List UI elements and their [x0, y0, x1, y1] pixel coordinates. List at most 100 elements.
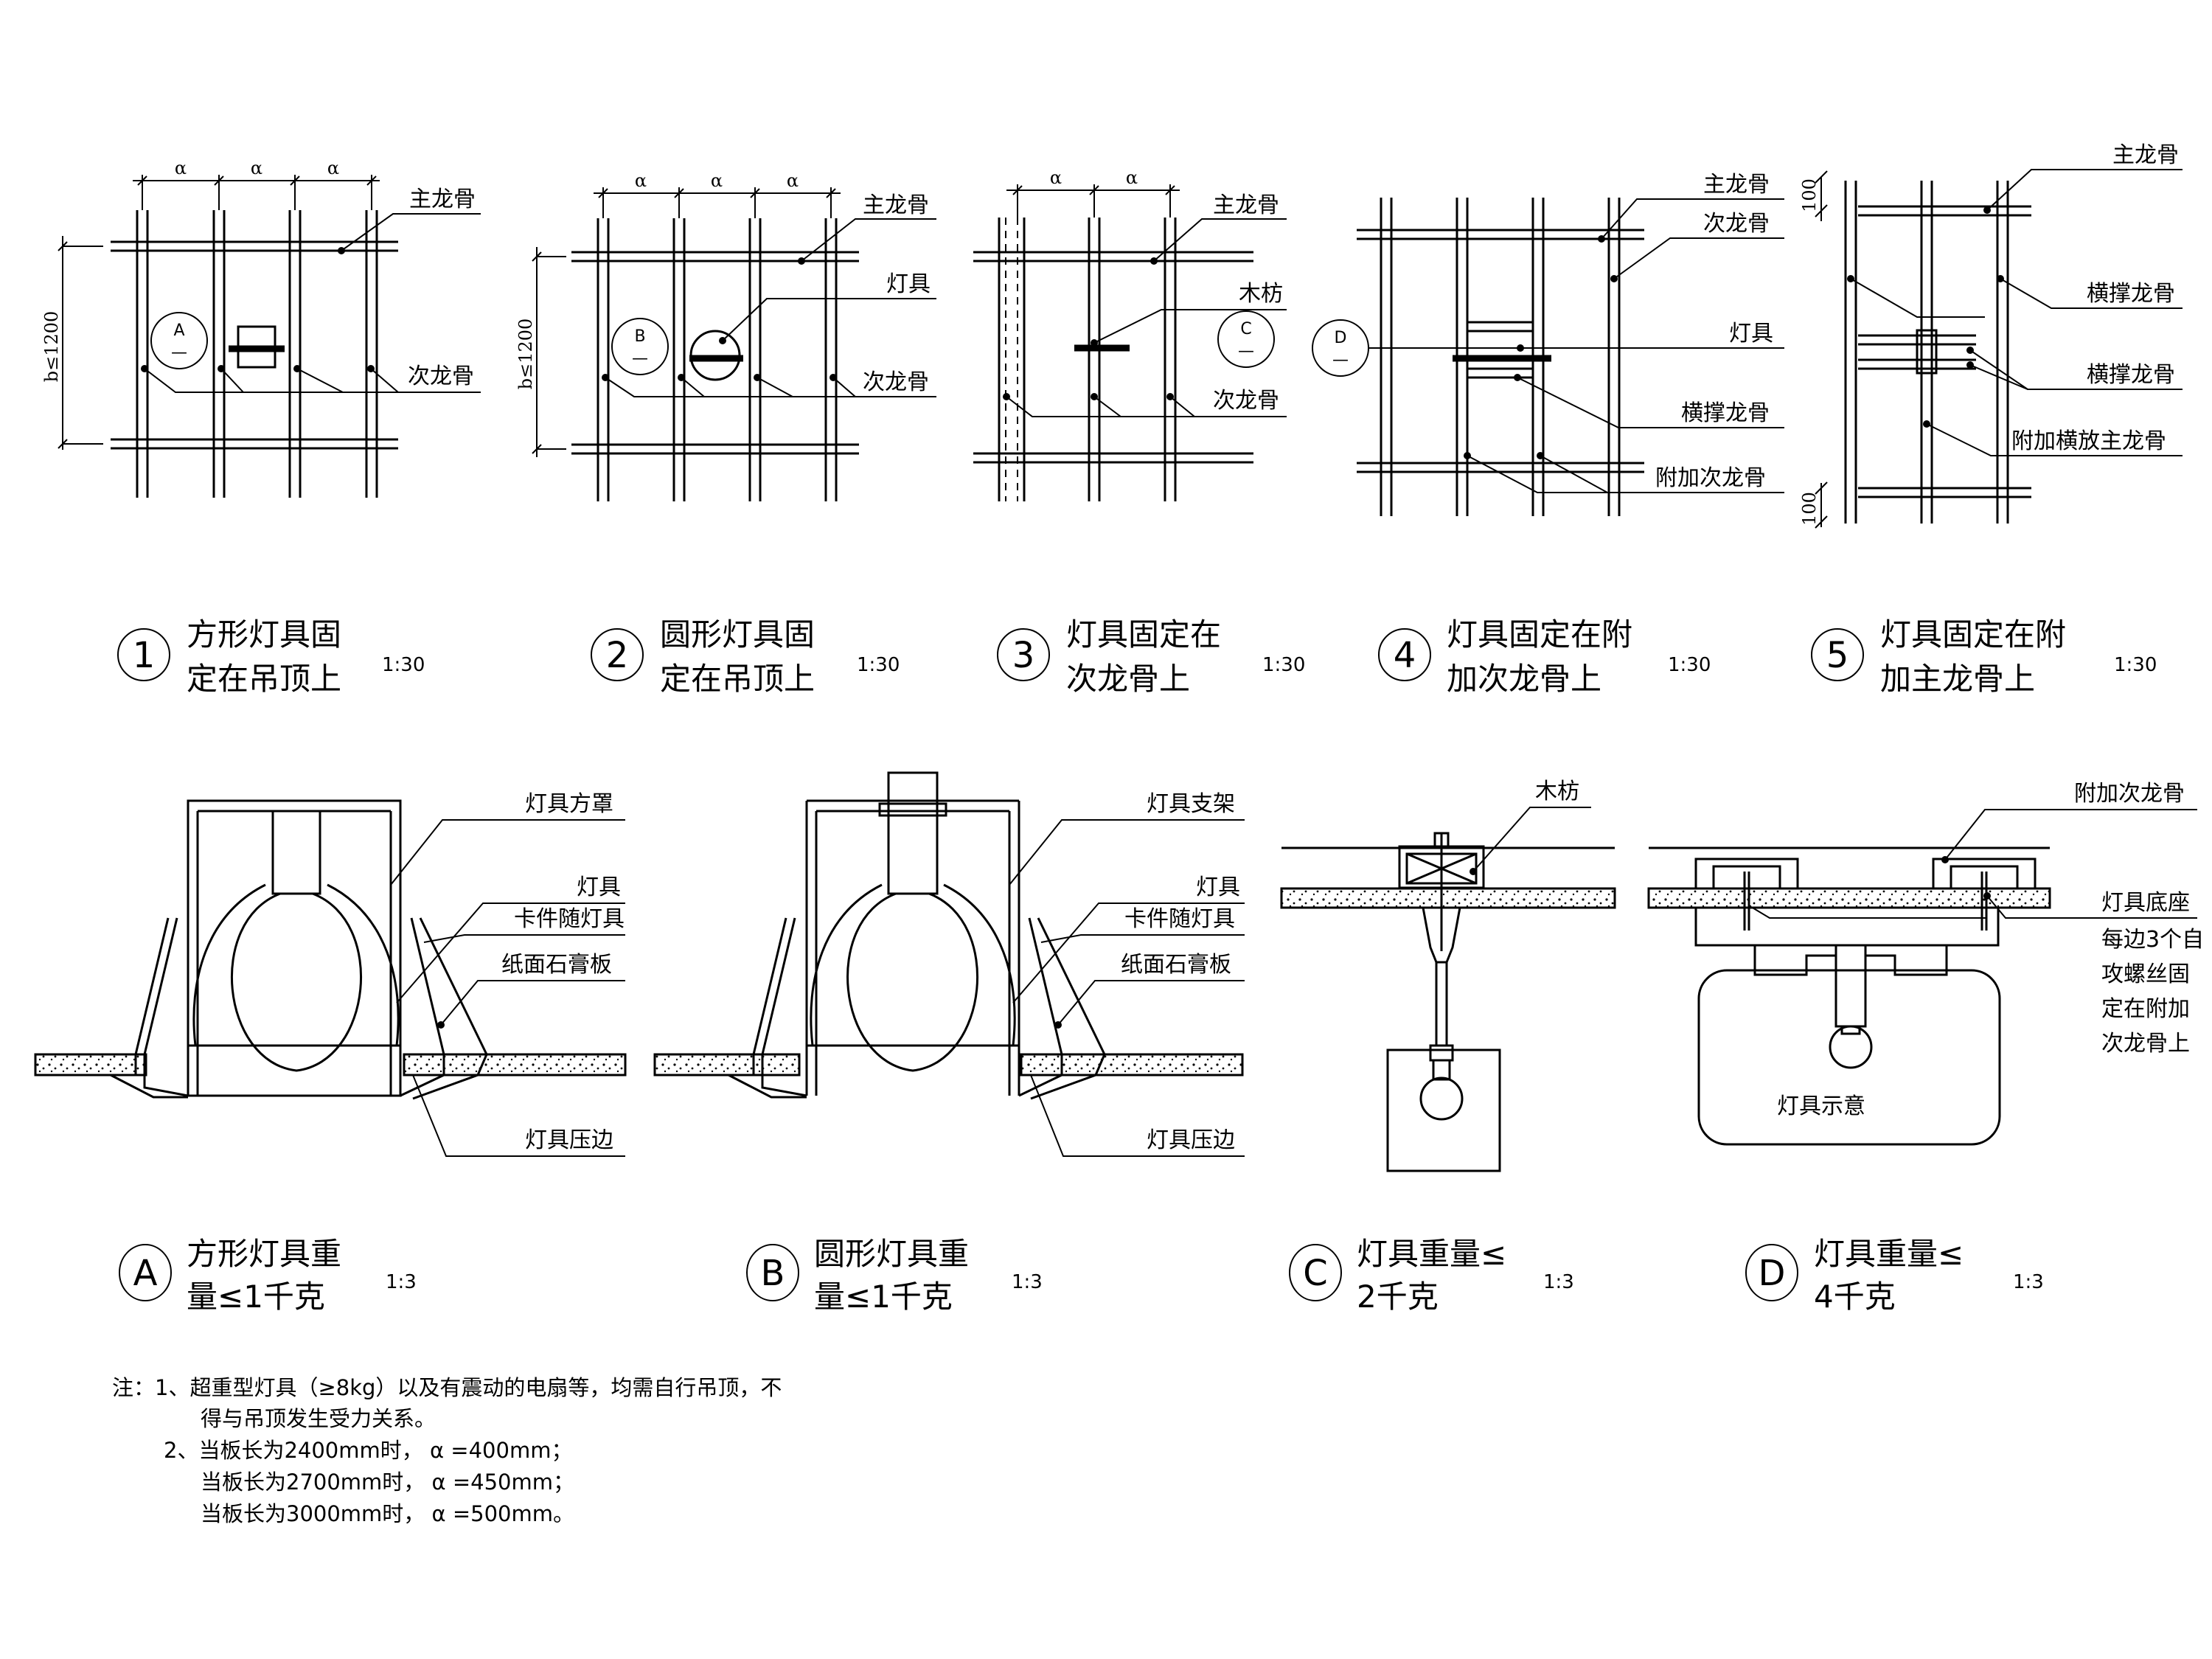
svg-text:—: —	[171, 344, 187, 362]
dim-a-label: α	[1050, 167, 1062, 188]
note-line-5: 当板长为3000mm时， α =500mm。	[201, 1501, 574, 1526]
note-line-1: 注：1、超重型灯具（≥8kg）以及有震动的电扇等，均需自行吊顶，不	[112, 1375, 782, 1400]
svg-text:—: —	[1238, 342, 1254, 361]
svg-text:1:30: 1:30	[857, 654, 900, 676]
svg-text:次龙骨上: 次龙骨上	[1066, 661, 1190, 697]
plan-title-4: 4 灯具固定在附 加次龙骨上 1:30	[1378, 616, 1711, 697]
detail-titles: A 方形灯具重 量≤1千克 1:3 B 圆形灯具重 量≤1千克 1:3 C 灯具…	[119, 1236, 2044, 1315]
label-sub-keel: 次龙骨	[1703, 211, 1770, 237]
label-fixture: 灯具	[886, 271, 931, 297]
svg-text:1:30: 1:30	[382, 654, 425, 676]
svg-text:1:3: 1:3	[386, 1271, 417, 1293]
svg-text:D: D	[1335, 329, 1347, 347]
extra-sub-keel	[1694, 858, 1799, 888]
svg-text:—: —	[632, 349, 648, 368]
label-cross-brace: 横撑龙骨	[2087, 362, 2175, 388]
label-main-keel: 主龙骨	[2112, 142, 2179, 168]
dim-a-label: α	[327, 158, 339, 178]
svg-text:灯具重量≤: 灯具重量≤	[1814, 1236, 1964, 1272]
sub-keel-lines	[1844, 181, 2009, 524]
label-screw-note-1: 每边3个自	[2101, 927, 2204, 953]
plan-title-5: 5 灯具固定在附 加主龙骨上 1:30	[1811, 616, 2157, 697]
main-keel-lines	[1357, 229, 1644, 473]
svg-text:方形灯具固: 方形灯具固	[187, 616, 341, 653]
svg-text:量≤1千克: 量≤1千克	[814, 1279, 953, 1315]
label-cross-brace: 横撑龙骨	[2087, 281, 2175, 307]
label-trim: 灯具压边	[1147, 1127, 1235, 1153]
label-sub-keel: 次龙骨	[863, 369, 929, 395]
notes: 注：1、超重型灯具（≥8kg）以及有震动的电扇等，均需自行吊顶，不 得与吊顶发生…	[112, 1375, 782, 1526]
sub-keel-lines	[136, 210, 378, 498]
label-fixture-bracket: 灯具支架	[1147, 791, 1235, 817]
label-wood-batten: 木枋	[1239, 281, 1283, 307]
bulb	[231, 892, 362, 1072]
plan-title-1: 1 方形灯具固 定在吊顶上 1:30	[117, 616, 425, 697]
svg-text:2千克: 2千克	[1357, 1279, 1439, 1315]
dim-a-row: α α α	[594, 170, 841, 218]
bulb	[1829, 1025, 1873, 1069]
label-fixture-hood: 灯具方罩	[525, 791, 613, 817]
fixture-sketch-box	[1697, 969, 2001, 1146]
svg-text:5: 5	[1826, 635, 1849, 676]
dim-b-label: b≤1200	[41, 311, 62, 383]
svg-text:定在吊顶上: 定在吊顶上	[187, 661, 341, 697]
svg-text:加次龙骨上: 加次龙骨上	[1447, 661, 1601, 697]
detailD-leaders: 附加次龙骨 灯具底座 每边3个自 攻螺丝固 定在附加 次龙骨上	[1750, 781, 2204, 1057]
plan5-leaders: 主龙骨 横撑龙骨 横撑龙骨 附加横放主龙骨	[1847, 142, 2183, 456]
label-screw-note-2: 攻螺丝固	[2101, 961, 2190, 987]
svg-text:加主龙骨上: 加主龙骨上	[1880, 661, 2035, 697]
svg-text:方形灯具重: 方形灯具重	[187, 1236, 341, 1272]
svg-text:灯具固定在附: 灯具固定在附	[1880, 616, 2066, 653]
dim-a-label: α	[711, 170, 723, 191]
plan-title-3: 3 灯具固定在 次龙骨上 1:30	[997, 616, 1305, 697]
svg-text:灯具固定在: 灯具固定在	[1066, 616, 1221, 653]
plan-3: α α C — 主龙骨 木枋 次龙骨	[973, 167, 1287, 501]
svg-text:灯具固定在附: 灯具固定在附	[1447, 616, 1632, 653]
detail-c: 木枋	[1280, 779, 1616, 1172]
label-clip: 卡件随灯具	[514, 906, 625, 932]
plan3-leaders: 主龙骨 木枋 次龙骨	[1003, 192, 1287, 417]
detail-tag-d: D —	[1312, 319, 1369, 377]
svg-text:灯具重量≤: 灯具重量≤	[1357, 1236, 1506, 1272]
extra-sub-keel	[1932, 858, 2037, 888]
lamp-socket	[887, 771, 939, 895]
label-main-keel: 主龙骨	[863, 192, 929, 218]
label-gypsum: 纸面石膏板	[501, 952, 612, 978]
svg-text:B: B	[634, 327, 645, 346]
svg-text:B: B	[761, 1253, 785, 1294]
cross-brace-lines	[1467, 321, 1533, 379]
svg-text:量≤1千克: 量≤1千克	[187, 1279, 325, 1315]
bulb	[1419, 1077, 1464, 1121]
detail-title-b: B 圆形灯具重 量≤1千克 1:3	[746, 1236, 1043, 1315]
svg-text:—: —	[1332, 351, 1349, 369]
sub-keel-lines	[998, 218, 1177, 501]
main-keel-lines	[571, 251, 859, 455]
sub-keel-lines	[597, 218, 838, 501]
svg-text:1:30: 1:30	[1668, 654, 1711, 676]
main-keel-lines	[973, 251, 1253, 464]
detail-title-d: D 灯具重量≤ 4千克 1:3	[1745, 1236, 2044, 1315]
detail-tag-a: A —	[150, 312, 208, 369]
svg-text:A: A	[133, 1253, 158, 1294]
fixture-box	[1916, 329, 1938, 375]
dim-100-label: 100	[1799, 178, 1820, 212]
label-main-keel: 主龙骨	[409, 187, 476, 212]
plan-1: α α α b≤1200 A — 主龙骨	[41, 158, 481, 498]
screws	[1743, 872, 1988, 931]
plan-5: 100 100 主龙骨 横撑龙骨 横撑龙骨 附加横放主龙骨	[1799, 142, 2183, 529]
dim-a-row: α α	[1006, 167, 1180, 218]
label-fixture-base: 灯具底座	[2101, 890, 2190, 916]
fixture-box	[1386, 1048, 1501, 1172]
note-line-4: 当板长为2700mm时， α =450mm；	[201, 1470, 574, 1495]
svg-text:D: D	[1759, 1253, 1786, 1294]
svg-text:2: 2	[606, 635, 629, 676]
svg-text:3: 3	[1012, 635, 1035, 676]
svg-text:圆形灯具固: 圆形灯具固	[660, 616, 815, 653]
label-main-keel: 主龙骨	[1213, 192, 1279, 218]
svg-text:A: A	[173, 321, 184, 340]
label-fixture: 灯具	[1729, 321, 1773, 347]
detail-tag-b: B —	[611, 318, 669, 375]
dim-b: b≤1200	[41, 236, 103, 450]
label-sub-keel: 次龙骨	[1213, 388, 1279, 414]
lamp-socket	[271, 810, 321, 895]
